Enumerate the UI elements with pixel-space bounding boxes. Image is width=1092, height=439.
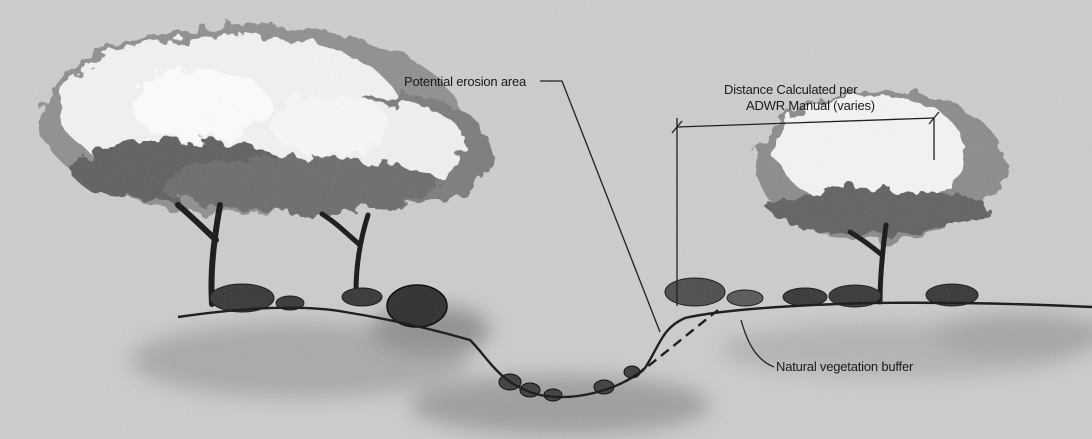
distance-label-line1: Distance Calculated per (724, 82, 857, 97)
erosion-area-label: Potential erosion area (404, 74, 526, 89)
distance-label-line2: ADWR Manual (varies) (746, 98, 875, 113)
vegetation-buffer-label: Natural vegetation buffer (776, 359, 913, 374)
